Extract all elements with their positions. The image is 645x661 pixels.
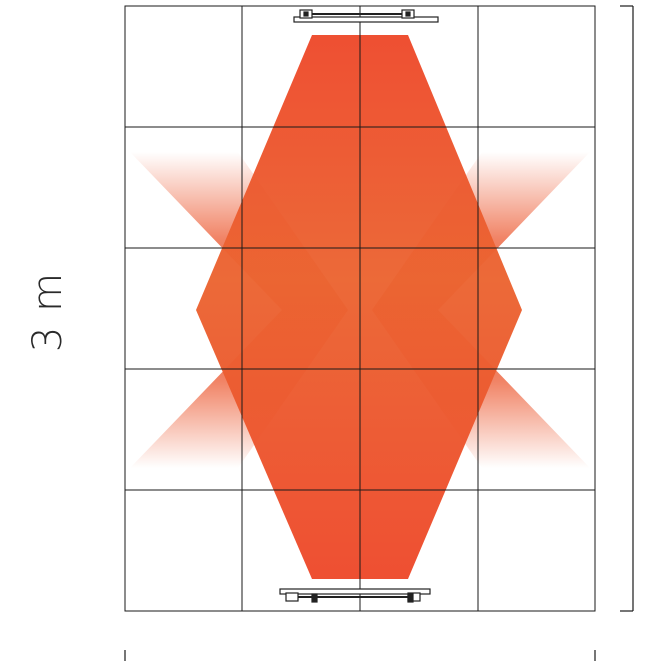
floor-fixture-icon [279, 588, 431, 603]
main-light-beam [196, 35, 522, 579]
height-dimension-bracket [620, 5, 634, 612]
grid [124, 5, 596, 612]
height-dimension-text: 3 m [25, 271, 72, 353]
ceiling-fixture-icon [293, 9, 439, 23]
width-dimension-ticks [124, 650, 596, 661]
height-dimension-label: 3 m [8, 262, 88, 362]
